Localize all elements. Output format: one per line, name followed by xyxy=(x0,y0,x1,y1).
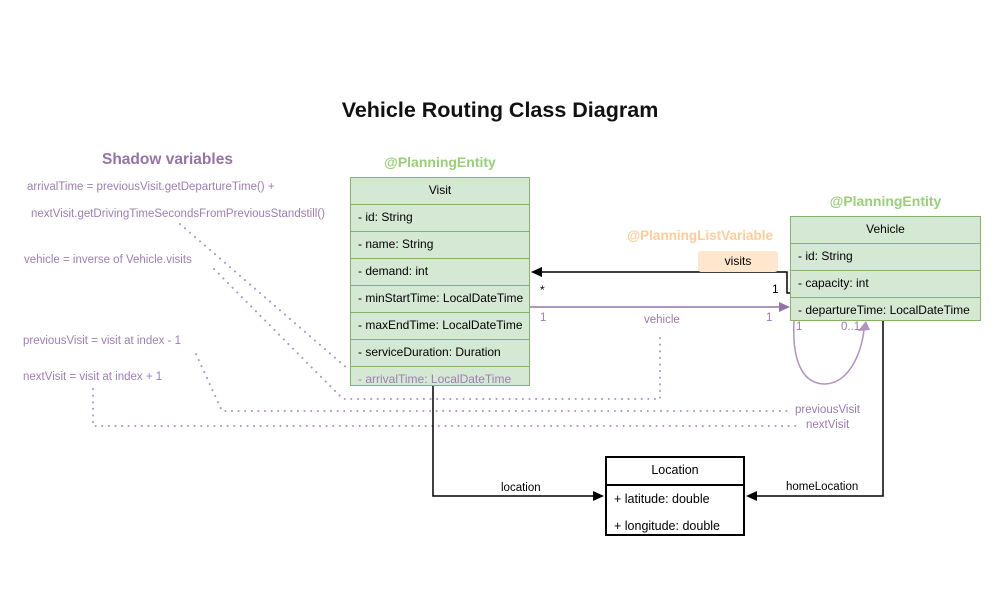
previousvisit-label: previousVisit xyxy=(795,404,860,416)
visits-association-line xyxy=(541,271,790,294)
vehicle-ref-multiplicity-right: 1 xyxy=(766,312,773,324)
dotted-callout-arrivaltime xyxy=(179,223,349,370)
visit-class-box: Visit - id: String - name: String - dema… xyxy=(350,177,530,386)
loop-multiplicity-optional: 0..1 xyxy=(841,321,861,333)
vehicle-ref-label: vehicle xyxy=(644,314,680,326)
location-class-name: Location xyxy=(607,458,743,486)
vehicle-stereotype: @PlanningEntity xyxy=(829,193,942,209)
page-title: Vehicle Routing Class Diagram xyxy=(341,98,659,122)
visits-multiplicity-star: * xyxy=(540,283,545,297)
visit-attr-demand: - demand: int xyxy=(351,259,529,286)
location-association-line xyxy=(432,385,594,497)
nextvisit-label: nextVisit xyxy=(806,419,850,431)
homelocation-edge-label: homeLocation xyxy=(786,481,859,493)
visits-arrowhead xyxy=(531,267,542,277)
visit-attr-name: - name: String xyxy=(351,232,529,259)
annotation-nextvisit: nextVisit = visit at index + 1 xyxy=(23,371,163,383)
location-edge-label: location xyxy=(501,482,541,494)
planning-list-variable-stereotype: @PlanningListVariable xyxy=(627,228,773,243)
chain-self-loop xyxy=(793,320,865,385)
chain-loop-arrowhead xyxy=(858,321,870,331)
visit-attr-id: - id: String xyxy=(351,205,529,232)
visit-attr-maxendtime: - maxEndTime: LocalDateTime xyxy=(351,313,529,340)
visit-attr-minstarttime: - minStartTime: LocalDateTime xyxy=(351,286,529,313)
loop-multiplicity-one: 1 xyxy=(796,321,803,333)
dotted-callout-vehicle xyxy=(213,268,661,400)
homelocation-arrowhead xyxy=(746,491,757,501)
location-attr-latitude: + latitude: double xyxy=(614,492,710,506)
vehicle-ref-multiplicity-left: 1 xyxy=(540,312,547,324)
visit-stereotype: @PlanningEntity xyxy=(384,154,496,170)
dotted-callout-nextvisit xyxy=(92,388,801,427)
location-arrowhead xyxy=(593,491,604,501)
annotation-arrivaltime-line2: nextVisit.getDrivingTimeSecondsFromPrevi… xyxy=(31,208,325,220)
annotation-arrivaltime-line1: arrivalTime = previousVisit.getDeparture… xyxy=(27,181,275,193)
dotted-callout-previousvisit xyxy=(195,353,789,412)
vehicle-class-box: Vehicle - id: String - capacity: int - d… xyxy=(790,216,981,321)
vehicle-attr-id: - id: String xyxy=(791,244,980,271)
vehicle-class-name: Vehicle xyxy=(791,217,980,244)
annotation-vehicle: vehicle = inverse of Vehicle.visits xyxy=(24,254,192,266)
location-attr-longitude: + longitude: double xyxy=(614,518,720,533)
visits-multiplicity-one: 1 xyxy=(772,282,779,296)
visits-label-chip: visits xyxy=(698,251,778,272)
vehicle-attr-capacity: - capacity: int xyxy=(791,271,980,298)
location-class-box: Location + latitude: double + longitude:… xyxy=(605,456,745,536)
vehicle-attr-departuretime: - departureTime: LocalDateTime xyxy=(798,303,970,317)
homelocation-association-line xyxy=(756,320,884,497)
visit-class-name: Visit xyxy=(351,178,529,205)
shadow-variables-heading: Shadow variables xyxy=(102,151,233,168)
visit-attr-serviceduration: - serviceDuration: Duration xyxy=(351,340,529,367)
annotation-previousvisit: previousVisit = visit at index - 1 xyxy=(23,335,181,347)
vehicle-arrowhead xyxy=(779,302,790,312)
visit-attr-arrivaltime: - arrivalTime: LocalDateTime xyxy=(358,372,512,386)
